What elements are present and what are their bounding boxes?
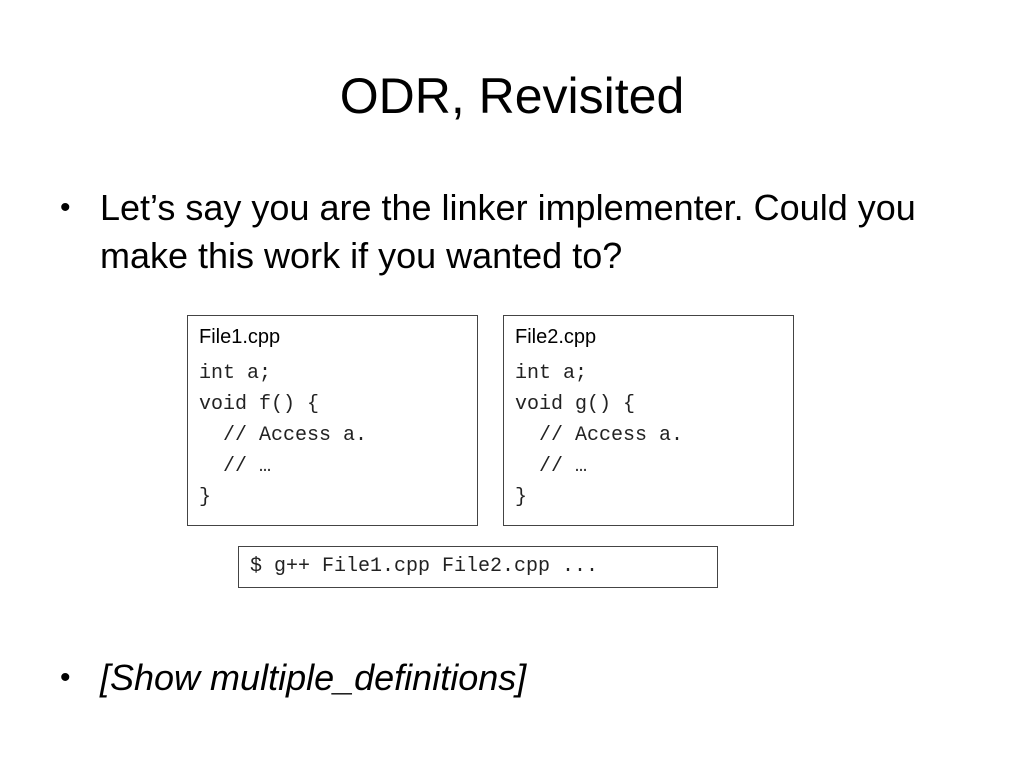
code-line: // … (515, 455, 588, 478)
code-line: int a; (515, 362, 588, 385)
file2-code-box: File2.cpp int a; void g() { // Access a.… (503, 315, 794, 526)
command-box: $ g++ File1.cpp File2.cpp ... (238, 546, 718, 588)
file1-name: File1.cpp (199, 326, 281, 348)
code-line: } (515, 486, 528, 509)
bullet-item: • [Show multiple_definitions] (60, 654, 980, 702)
file2-name: File2.cpp (515, 326, 597, 348)
slide-title: ODR, Revisited (339, 68, 685, 124)
code-line: void g() { (515, 393, 636, 416)
bullet-text: Let’s say you are the linker implementer… (100, 187, 916, 276)
bullet-marker: • (60, 661, 71, 694)
bullet-marker: • (60, 191, 71, 224)
bullet-item: • Let’s say you are the linker implement… (60, 184, 980, 280)
code-line: void f() { (199, 393, 320, 416)
code-line: } (199, 486, 212, 509)
code-line: // … (199, 455, 272, 478)
code-line: // Access a. (515, 424, 684, 447)
code-line: // Access a. (199, 424, 368, 447)
command-text: $ g++ File1.cpp File2.cpp ... (250, 555, 599, 578)
code-line: int a; (199, 362, 272, 385)
bullet-text: [Show multiple_definitions] (100, 657, 527, 698)
file1-code-box: File1.cpp int a; void f() { // Access a.… (187, 315, 478, 526)
